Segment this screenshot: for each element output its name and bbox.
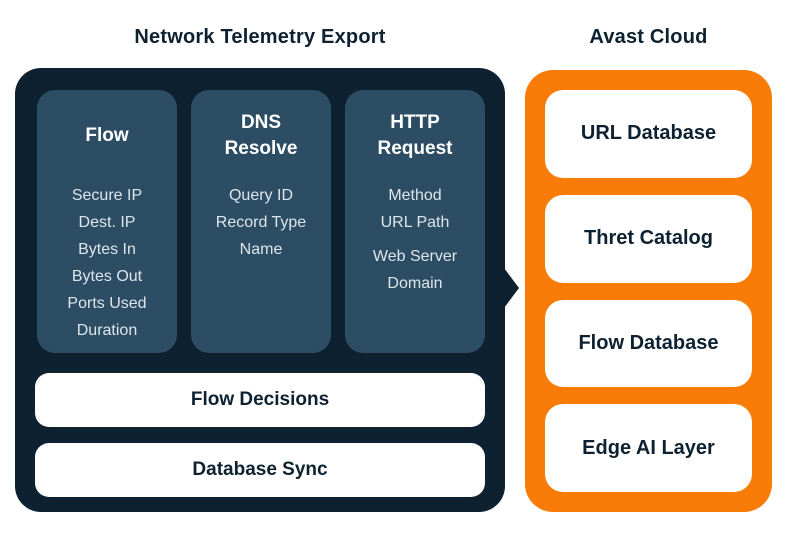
telemetry-bar: Database Sync bbox=[35, 443, 485, 497]
column-item: Query ID bbox=[228, 187, 293, 204]
column-item: Bytes Out bbox=[71, 268, 143, 285]
cloud-box: Thret Catalog bbox=[545, 194, 752, 283]
left-panel-title: Network Telemetry Export bbox=[134, 26, 386, 48]
http-request-column-title: HTTP Request bbox=[377, 112, 453, 159]
column-item: Ports Used bbox=[67, 295, 147, 312]
cloud-box: Edge AI Layer bbox=[545, 404, 752, 492]
flow-column-title: Flow bbox=[85, 125, 129, 147]
column-item: URL Path bbox=[380, 214, 450, 231]
telemetry-bar: Flow Decisions bbox=[35, 373, 485, 427]
cloud-box: Flow Database bbox=[545, 299, 752, 388]
dns-resolve-column-title: DNS Resolve bbox=[224, 112, 298, 159]
cloud-box: URL Database bbox=[545, 90, 752, 178]
column-item: Duration bbox=[76, 322, 138, 339]
column-item: Dest. IP bbox=[78, 214, 136, 231]
column-item: Record Type bbox=[215, 214, 307, 231]
column-item: Secure IP bbox=[71, 187, 143, 204]
right-panel-title: Avast Cloud bbox=[589, 26, 708, 48]
column-item: Method bbox=[388, 187, 442, 204]
connector-arrow-icon bbox=[504, 268, 519, 308]
column-item: Name bbox=[239, 241, 283, 258]
column-item: Web Server Domain bbox=[372, 248, 458, 292]
column-item: Bytes In bbox=[78, 241, 136, 258]
